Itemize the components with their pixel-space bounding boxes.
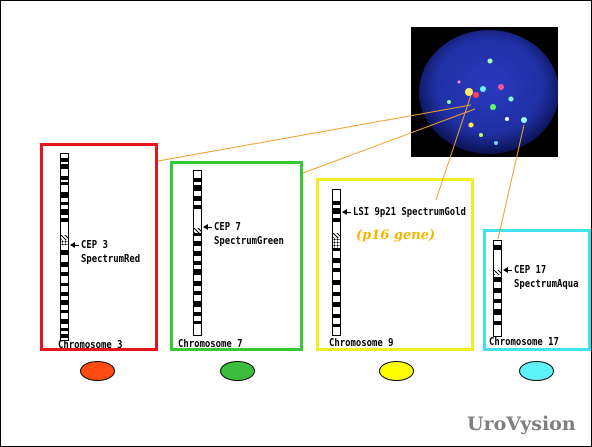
green-signal: [490, 104, 496, 110]
probe-arrow: [503, 267, 512, 273]
green-signal: [479, 133, 483, 137]
chromosome-9-ideogram: [332, 189, 341, 336]
red-signal: [498, 84, 504, 90]
chromosome-label: Chromosome 17: [489, 336, 559, 348]
panel-chromosome-7: CEP 7 SpectrumGreen Chromosome 7: [170, 161, 303, 351]
green-signal: [447, 100, 451, 104]
nucleus-body: [419, 30, 559, 154]
gene-note: (p16 gene): [356, 228, 436, 243]
chromosome-3-ideogram: [60, 153, 69, 341]
aqua-oval: [519, 361, 554, 381]
red-signal: [473, 92, 479, 98]
probe-label-line2: SpectrumGreen: [214, 235, 284, 247]
chromosome-17-ideogram: [493, 240, 502, 337]
panel-chromosome-9: LSI 9p21 SpectrumGold (p16 gene) Chromos…: [316, 178, 474, 351]
probe-arrow: [342, 209, 351, 215]
nucleus-image: [419, 30, 559, 154]
gold-signal: [468, 122, 474, 128]
probe-arrow: [70, 242, 79, 248]
panel-chromosome-17: CEP 17 SpectrumAqua Chromosome 17: [483, 229, 591, 351]
panel-chromosome-3: CEP 3 SpectrumRed Chromosome 3: [40, 143, 158, 351]
probe-label-line1: CEP 17: [514, 264, 547, 276]
probe-arrow: [203, 224, 212, 230]
green-oval: [220, 361, 255, 381]
chromosome-label: Chromosome 7: [178, 338, 243, 350]
probe-label-line1: CEP 3: [81, 239, 108, 251]
probe-label-line2: SpectrumRed: [81, 253, 141, 265]
aqua-signal: [508, 96, 514, 102]
aqua-signal: [494, 141, 498, 145]
white-signal: [505, 117, 509, 121]
brand-label: UroVysion: [467, 413, 576, 435]
red-oval: [80, 361, 115, 381]
probe-label-line2: SpectrumAqua: [514, 278, 579, 290]
probe-label-line1: CEP 7: [214, 221, 241, 233]
green-signal: [487, 58, 493, 64]
fish-nucleus-micrograph: [411, 27, 559, 157]
chromosome-label: Chromosome 3: [58, 339, 123, 351]
red-signal: [457, 80, 461, 84]
chromosome-7-ideogram: [193, 170, 202, 336]
gold-signal: [465, 88, 473, 96]
probe-label-line1: LSI 9p21 SpectrumGold: [353, 206, 466, 218]
chromosome-label: Chromosome 9: [329, 337, 394, 349]
aqua-signal: [480, 86, 486, 92]
aqua-signal: [521, 117, 527, 123]
yellow-oval: [379, 361, 414, 381]
